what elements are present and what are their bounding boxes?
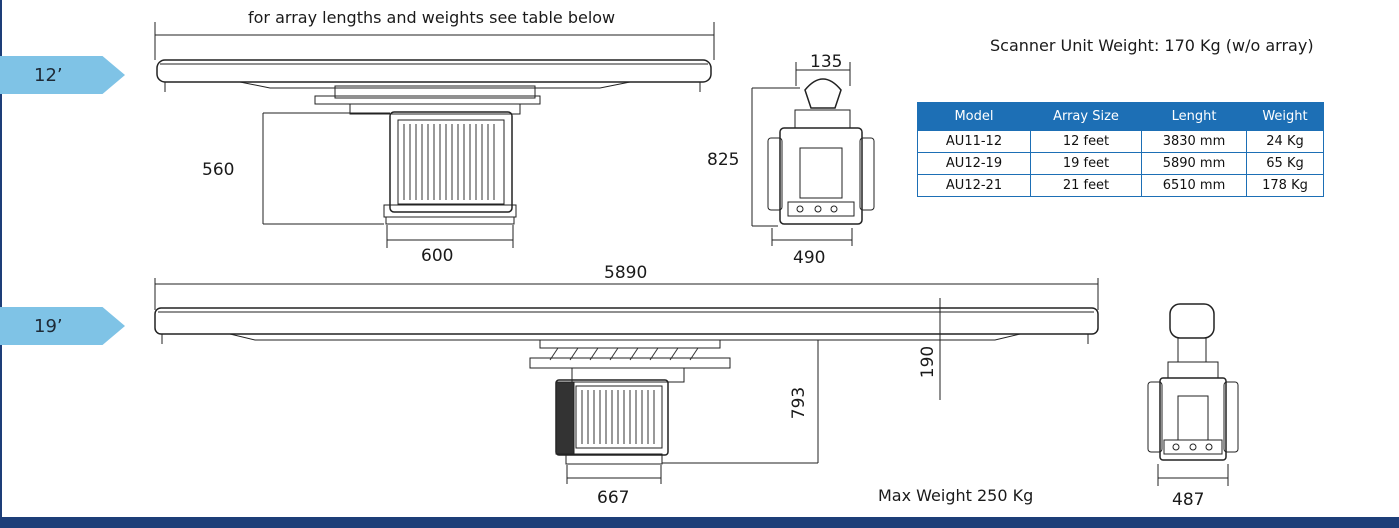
cell-weight: 24 Kg	[1246, 130, 1324, 153]
header-note: for array lengths and weights see table …	[248, 8, 616, 27]
tag-19ft: 19’	[0, 307, 125, 345]
table-row: AU12-21 21 feet 6510 mm 178 Kg	[917, 174, 1324, 197]
spec-table: Model Array Size Lenght Weight AU11-12 1…	[917, 102, 1324, 197]
dim-600: 600	[421, 246, 454, 266]
tag-12ft-label: 12’	[34, 64, 63, 86]
cell-weight: 65 Kg	[1246, 152, 1324, 175]
scanner-weight: Scanner Unit Weight: 170 Kg (w/o array)	[990, 36, 1314, 55]
cell-array-size: 19 feet	[1030, 152, 1142, 175]
cell-length: 6510 mm	[1141, 174, 1247, 197]
th-weight: Weight	[1246, 102, 1324, 131]
cell-weight: 178 Kg	[1246, 174, 1324, 197]
dim-667: 667	[597, 488, 630, 508]
array-12ft	[156, 59, 712, 83]
tag-12ft: 12’	[0, 56, 125, 94]
dim-825: 825	[707, 150, 740, 170]
side-mount-19	[1169, 303, 1215, 339]
dim-5890: 5890	[604, 263, 648, 283]
table-row: AU11-12 12 feet 3830 mm 24 Kg	[917, 130, 1324, 153]
cell-array-size: 12 feet	[1030, 130, 1142, 153]
dim-135: 135	[810, 52, 843, 72]
left-border	[0, 0, 2, 517]
dim-490: 490	[793, 248, 826, 268]
dim-793: 793	[789, 386, 810, 420]
side-mount-12	[804, 78, 842, 109]
cell-array-size: 21 feet	[1030, 174, 1142, 197]
dim-487: 487	[1172, 490, 1205, 510]
cell-model: AU12-19	[917, 152, 1031, 175]
scanner-unit-12	[389, 111, 513, 213]
th-array-size: Array Size	[1030, 102, 1142, 131]
max-weight: Max Weight 250 Kg	[878, 486, 1034, 505]
cell-length: 5890 mm	[1141, 152, 1247, 175]
footer-bar	[0, 517, 1399, 528]
side-unit-19	[1159, 377, 1227, 461]
tag-19ft-label: 19’	[34, 315, 63, 337]
th-length: Lenght	[1141, 102, 1247, 131]
table-row: AU12-19 19 feet 5890 mm 65 Kg	[917, 152, 1324, 175]
spec-table-header: Model Array Size Lenght Weight	[917, 102, 1324, 131]
th-model: Model	[917, 102, 1031, 131]
cell-length: 3830 mm	[1141, 130, 1247, 153]
dim-190: 190	[918, 345, 939, 379]
cell-model: AU12-21	[917, 174, 1031, 197]
dim-560: 560	[202, 160, 235, 180]
fins-12	[403, 124, 495, 200]
side-unit-12	[779, 127, 863, 225]
cell-model: AU11-12	[917, 130, 1031, 153]
